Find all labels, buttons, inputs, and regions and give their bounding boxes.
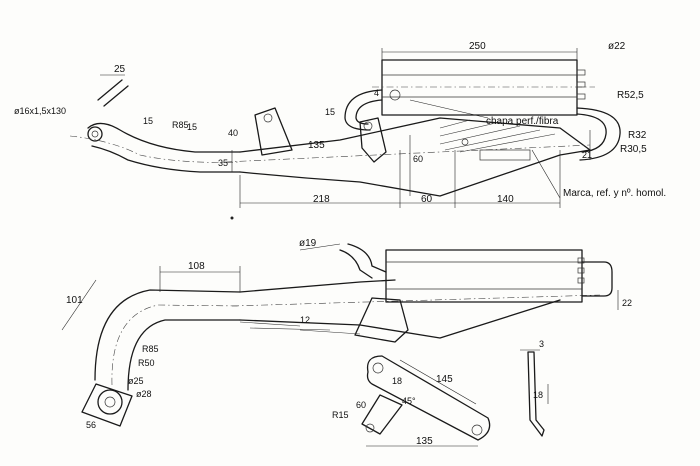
plan-bolts [577,257,585,284]
plan-hatch [239,321,361,335]
dim-d22-top: ø22 [608,41,626,52]
dim-135-bot: 135 [416,436,433,447]
bracket-hole-top [372,362,384,374]
dim-12: 12 [300,315,310,325]
tail-pipe-inner [576,113,607,153]
body-lower [239,149,591,197]
plan-tail-loop [581,261,613,297]
silencer-bolts [576,69,586,100]
note-chapa: chapa perf./fibra [486,116,559,127]
bracket-detail: 18 145 45° 60 R15 135 [332,355,491,447]
top-dimensions [100,48,591,208]
dim-r85-bot: R85 [142,344,159,354]
plan-flange-plate [81,383,133,427]
inlet-loop-inner [355,99,383,125]
section-detail: 3 18 [520,339,549,437]
rear-bracket-hole [363,121,373,131]
plan-pipe-axis [111,304,241,386]
inlet-loop-outer [344,89,383,131]
center-bracket [254,107,293,156]
dim-4: 4 [374,88,379,98]
dim-60b: 60 [356,400,366,410]
dim-d28: ø28 [136,389,152,399]
plan-pipe-inner [127,319,241,391]
dim-40: 40 [228,128,238,138]
dim-218: 218 [313,194,330,205]
left-bracket [97,79,129,107]
body-upper [239,117,591,153]
plan-body [239,279,561,339]
dim-15a: 15 [143,116,153,126]
dim-3: 3 [539,339,544,349]
dim-15b: 15 [187,122,197,132]
dim-60-h: 60 [421,194,433,205]
tail-pipe-outer [576,107,621,161]
bottom-view: ø19 108 101 R85 R50 ø25 ø28 56 12 22 [61,238,632,430]
dim-56: 56 [86,420,96,430]
dim-r52: R52,5 [617,90,644,101]
plan-flange [97,389,123,415]
dim-22-bot: 22 [622,298,632,308]
dim-r32: R32 [628,130,647,141]
bottom-dimensions [61,243,619,331]
note-marca: Marca, ref. y nº. homol. [563,188,666,199]
bracket-arm [366,355,491,441]
silencer-box [381,59,578,116]
left-flange-bore [91,130,99,138]
dim-18a: 18 [392,376,402,386]
dim-r15: R15 [332,410,349,420]
scan-dot [230,216,234,220]
plan-body-axis [231,294,601,307]
plan-pipe-outer [94,289,241,381]
bracket-hole-end [471,424,483,436]
dim-15c: 15 [325,107,335,117]
plan-silencer [385,249,583,303]
homol-plate [479,149,531,161]
left-flange [87,126,103,142]
bracket-foot [361,394,403,435]
dim-18b: 18 [533,390,543,400]
body-centerline [224,144,591,163]
perforated-plate [439,119,556,153]
dim-d25-bot: ø25 [128,376,144,386]
dim-21: 21 [582,150,592,160]
pipe-centerline [69,135,241,163]
dim-45: 45° [402,396,416,406]
dim-line-145 [399,359,477,405]
plan-inlet-bend [339,243,387,279]
dim-108: 108 [188,261,205,272]
top-view: 250 ø22 R52,5 R32 R30,5 25 ø16x1,5x130 1… [14,41,666,208]
dim-r30: R30,5 [620,144,647,155]
section-profile [527,351,545,437]
dim-d19: ø19 [299,238,317,249]
plan-bracket [354,297,409,343]
center-bracket-hole [263,113,273,123]
dim-250: 250 [469,41,486,52]
dim-25-top: 25 [114,64,126,75]
dim-140: 140 [497,194,514,205]
dim-r50: R50 [138,358,155,368]
dim-135-top: 135 [308,140,325,151]
head-pipe-top [87,122,241,153]
sensor-boss [389,89,401,101]
head-pipe-bottom [91,145,241,173]
dim-60-v: 60 [413,154,423,164]
bracket-hole-foot [365,423,375,433]
rear-bracket [359,117,387,163]
dim-145: 145 [436,374,453,385]
dim-101: 101 [66,295,83,306]
pipe-spec: ø16x1,5x130 [14,106,66,116]
dim-r85-top: R85 [172,120,189,130]
plan-flange-bore [104,396,116,408]
dim-35: 35 [218,158,228,168]
